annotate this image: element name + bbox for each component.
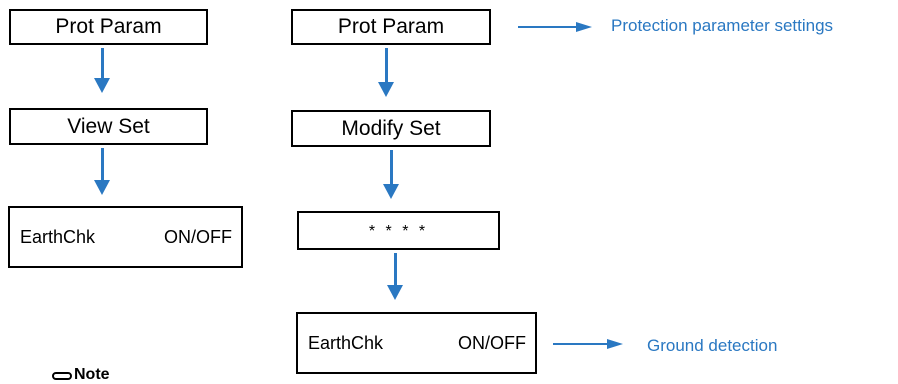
right-prot-param-label: Prot Param bbox=[337, 15, 445, 38]
earthchk-annotation-arrow-shaft bbox=[553, 343, 609, 345]
left-arrow-1-head bbox=[94, 78, 110, 93]
earthchk-annotation: Ground detection bbox=[647, 336, 778, 355]
prot-param-annotation: Protection parameter settings bbox=[611, 16, 834, 35]
left-prot-param-label: Prot Param bbox=[55, 15, 162, 38]
right-arrow-2-shaft bbox=[390, 150, 393, 186]
right-password-mask: * * * * bbox=[368, 222, 429, 240]
prot-param-annotation-arrow-shaft bbox=[518, 26, 578, 28]
right-prot-param-box: Prot Param bbox=[291, 9, 491, 45]
right-earthchk-value: ON/OFF bbox=[458, 332, 526, 353]
right-modify-set-label: Modify Set bbox=[341, 116, 441, 140]
right-modify-set-box: Modify Set bbox=[291, 110, 491, 147]
left-arrow-2-head bbox=[94, 180, 110, 195]
left-earthchk-box: EarthChk ON/OFF bbox=[8, 206, 243, 268]
left-arrow-1-shaft bbox=[101, 48, 104, 80]
note-label: Note bbox=[74, 366, 110, 383]
note-icon bbox=[52, 372, 72, 380]
left-view-set-box: View Set bbox=[9, 108, 208, 145]
left-arrow-2-shaft bbox=[101, 148, 104, 182]
prot-param-annotation-arrow-head bbox=[576, 22, 592, 32]
left-earthchk-label: EarthChk bbox=[20, 226, 96, 247]
right-arrow-3-head bbox=[387, 285, 403, 300]
right-arrow-2-head bbox=[383, 184, 399, 199]
earthchk-annotation-arrow-head bbox=[607, 339, 623, 349]
left-earthchk-value: ON/OFF bbox=[164, 226, 232, 247]
right-arrow-1-head bbox=[378, 82, 394, 97]
right-arrow-1-shaft bbox=[385, 48, 388, 84]
left-prot-param-box: Prot Param bbox=[9, 9, 208, 45]
right-password-box: * * * * bbox=[297, 211, 500, 250]
right-earthchk-box: EarthChk ON/OFF bbox=[296, 312, 537, 374]
right-earthchk-label: EarthChk bbox=[308, 332, 384, 353]
right-arrow-3-shaft bbox=[394, 253, 397, 287]
left-view-set-label: View Set bbox=[67, 114, 150, 138]
